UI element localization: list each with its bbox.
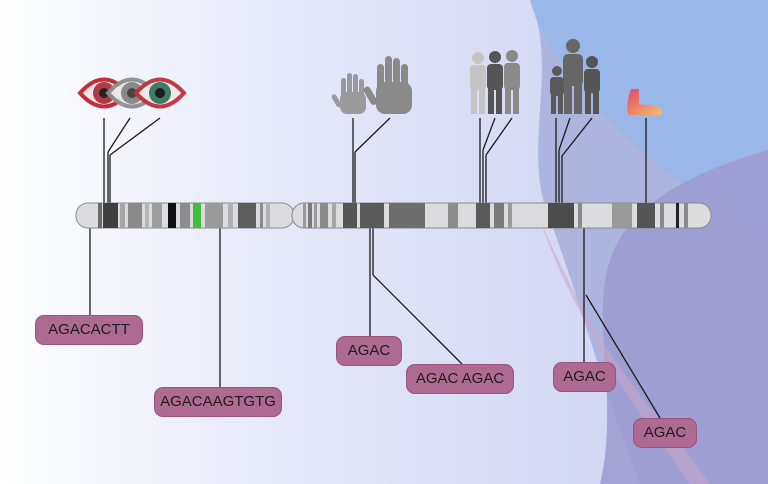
- chromosome-right-arm: [291, 202, 712, 229]
- chromosome-left-arm: [75, 202, 295, 229]
- sequence-label-agac-agac: AGAC AGAC: [406, 364, 514, 394]
- highlighted-band: [193, 203, 201, 228]
- sequence-label-agacactt: AGACACTT: [35, 315, 143, 345]
- family-icon-group-2: [550, 39, 600, 114]
- hand-icon: [331, 56, 412, 114]
- family-icon: [470, 50, 520, 114]
- connector-lines: [89, 117, 661, 419]
- eye-icon: [77, 77, 187, 109]
- sequence-label-agac-2: AGAC: [553, 362, 616, 392]
- sequence-label-agac-3: AGAC: [633, 418, 697, 448]
- sequence-label-agacaagtgtg: AGACAAGTGTG: [154, 387, 282, 417]
- chromosome-bands-left: [98, 203, 270, 228]
- chromosome-bands-right: [303, 203, 688, 228]
- foot-icon: [627, 89, 663, 115]
- sequence-label-agac-1: AGAC: [336, 336, 402, 366]
